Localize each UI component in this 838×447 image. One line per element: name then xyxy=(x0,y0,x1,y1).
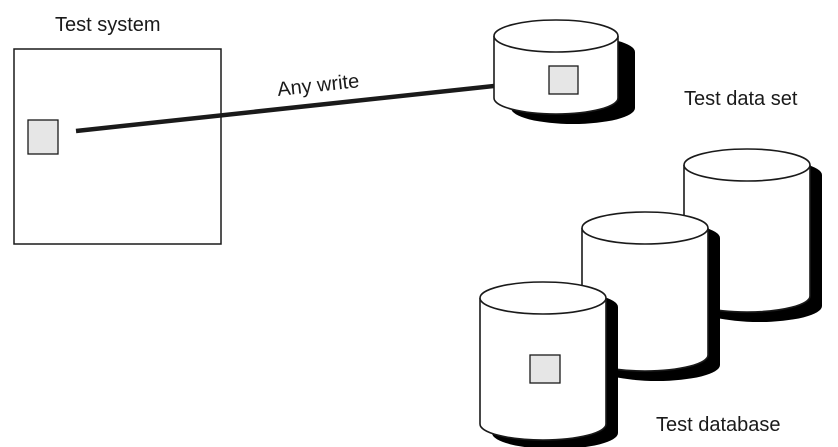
test-data-set-cylinder xyxy=(493,19,635,124)
test-database-label: Test database xyxy=(656,414,781,436)
any-write-label: Any write xyxy=(276,70,360,101)
test-data-set-label: Test data set xyxy=(684,88,798,110)
database-cylinder-back xyxy=(683,148,822,322)
database-cylinder-front xyxy=(479,281,618,447)
record-icon xyxy=(548,65,579,95)
record-icon xyxy=(27,119,59,155)
any-write-arrow xyxy=(75,76,541,134)
test-system-label: Test system xyxy=(55,14,161,36)
record-icon xyxy=(529,354,561,384)
